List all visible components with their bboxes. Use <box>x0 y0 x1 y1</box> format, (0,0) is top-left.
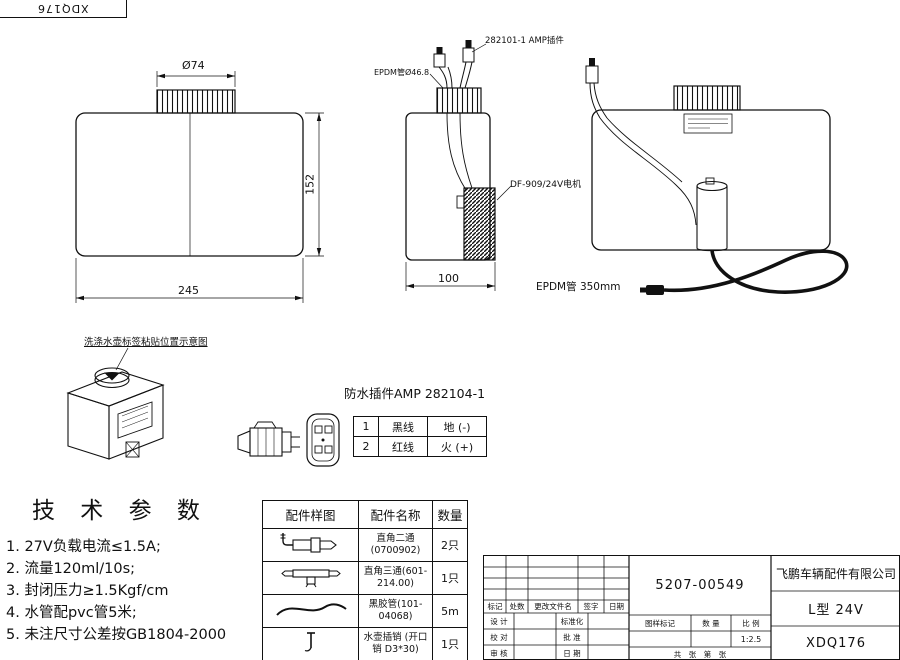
parts-header-name: 配件名称 <box>358 500 433 529</box>
drawing-number: XDQ176 <box>806 636 866 651</box>
pin-row: 1 黑线 地 (-) <box>353 416 487 437</box>
side-epdm-tube-label: EPDM管Ø46.8 <box>374 68 430 77</box>
part-qty: 2只 <box>432 528 468 562</box>
iso-caption: 洗涤水壶标签粘贴位置示意图 <box>84 337 208 348</box>
connector-pin-table: 1 黑线 地 (-) 2 红线 火 (+) <box>353 416 487 457</box>
side-amp-connector-label: 282101-1 AMP插件 <box>485 36 564 46</box>
part-name: 黑胶管(101-04068) <box>358 594 433 628</box>
rev-header-count: 处数 <box>509 602 525 611</box>
rev-header-mark: 标记 <box>487 602 503 611</box>
elbow-fitting-icon <box>262 528 359 562</box>
connector-detail-title: 防水插件AMP 282104-1 <box>344 386 486 401</box>
hose-icon <box>262 594 359 628</box>
corner-drawing-number-label: XDQ176 <box>37 2 89 15</box>
front-dim-width: 245 <box>178 284 199 297</box>
stamp-header-mark: 图样标记 <box>645 618 675 628</box>
stamp-header-scale: 比 例 <box>742 618 760 628</box>
parts-table-header: 配件样图 配件名称 数量 <box>262 500 468 529</box>
scale-value: 1:2.5 <box>740 634 762 644</box>
tech-param-item: 1. 27V负载电流≤1.5A; <box>6 539 161 555</box>
role-review: 审 核 <box>490 648 508 658</box>
role-design: 设 计 <box>490 616 508 626</box>
title-block-grid <box>484 556 900 660</box>
part-name: 直角二通(0700902) <box>358 528 433 562</box>
parts-table: 配件样图 配件名称 数量 直角二通(0700902) 2只 <box>262 500 468 660</box>
front-dim-diameter: Ø74 <box>182 59 205 72</box>
pin-icon <box>262 627 359 660</box>
rear-view-linework <box>585 58 849 295</box>
pin-wire: 红线 <box>378 436 428 457</box>
front-dim-height: 152 <box>303 173 317 195</box>
title-block: 标记 处数 更改文件名 签字 日期 设 计 标准化 校 对 批 准 审 核 日 … <box>483 555 900 660</box>
pin-no: 2 <box>353 436 379 457</box>
stamp-header-qty: 数 量 <box>702 618 720 628</box>
role-date: 日 期 <box>563 648 581 658</box>
part-qty: 1只 <box>432 627 468 660</box>
tee-fitting-icon <box>262 561 359 595</box>
parts-table-row: 直角三通(601-214.00) 1只 <box>262 561 468 595</box>
part-name: 直角三通(601-214.00) <box>358 561 433 595</box>
rev-header-sign: 签字 <box>583 602 599 611</box>
part-qty: 5m <box>432 594 468 628</box>
rev-header-date: 日期 <box>609 602 624 611</box>
iso-view-linework <box>66 347 165 460</box>
role-standardize: 标准化 <box>560 616 584 626</box>
tech-param-item: 3. 封闭压力≥1.5Kgf/cm <box>6 583 169 599</box>
role-approve: 批 准 <box>563 632 581 642</box>
pin-polarity: 火 (+) <box>427 436 487 457</box>
pin-no: 1 <box>353 416 379 437</box>
tech-param-item: 4. 水管配pvc管5米; <box>6 605 137 621</box>
parts-header-sample: 配件样图 <box>262 500 359 529</box>
side-motor-label: DF-909/24V电机 <box>510 180 582 190</box>
front-view-linework <box>75 71 324 303</box>
tech-params-title: 技 术 参 数 <box>32 498 209 524</box>
pin-row: 2 红线 火 (+) <box>353 436 487 457</box>
role-check: 校 对 <box>490 632 508 642</box>
parts-header-qty: 数量 <box>432 500 468 529</box>
side-view-linework <box>405 40 512 291</box>
corner-drawing-number: XDQ176 <box>0 0 127 18</box>
tech-param-item: 2. 流量120ml/10s; <box>6 561 136 577</box>
rev-header-docname: 更改文件名 <box>534 602 572 611</box>
parts-table-row: 黑胶管(101-04068) 5m <box>262 594 468 628</box>
parts-table-row: 直角二通(0700902) 2只 <box>262 528 468 562</box>
parts-table-row: 水壶插销 (开口销 D3*30) 1只 <box>262 627 468 660</box>
pin-polarity: 地 (-) <box>427 416 487 437</box>
part-number: 5207-00549 <box>655 578 745 593</box>
rear-epdm-hose-label: EPDM管 350mm <box>536 281 621 293</box>
part-qty: 1只 <box>432 561 468 595</box>
connector-detail-linework <box>237 413 340 467</box>
sheet-info: 共 张 第 张 <box>673 649 727 659</box>
pin-wire: 黑线 <box>378 416 428 437</box>
tech-param-item: 5. 未注尺寸公差按GB1804-2000 <box>6 627 227 643</box>
side-dim-width: 100 <box>438 272 459 285</box>
company-name: 飞鹏车辆配件有限公司 <box>775 567 896 581</box>
model-designation: L型 24V <box>808 603 864 618</box>
part-name: 水壶插销 (开口销 D3*30) <box>358 627 433 660</box>
